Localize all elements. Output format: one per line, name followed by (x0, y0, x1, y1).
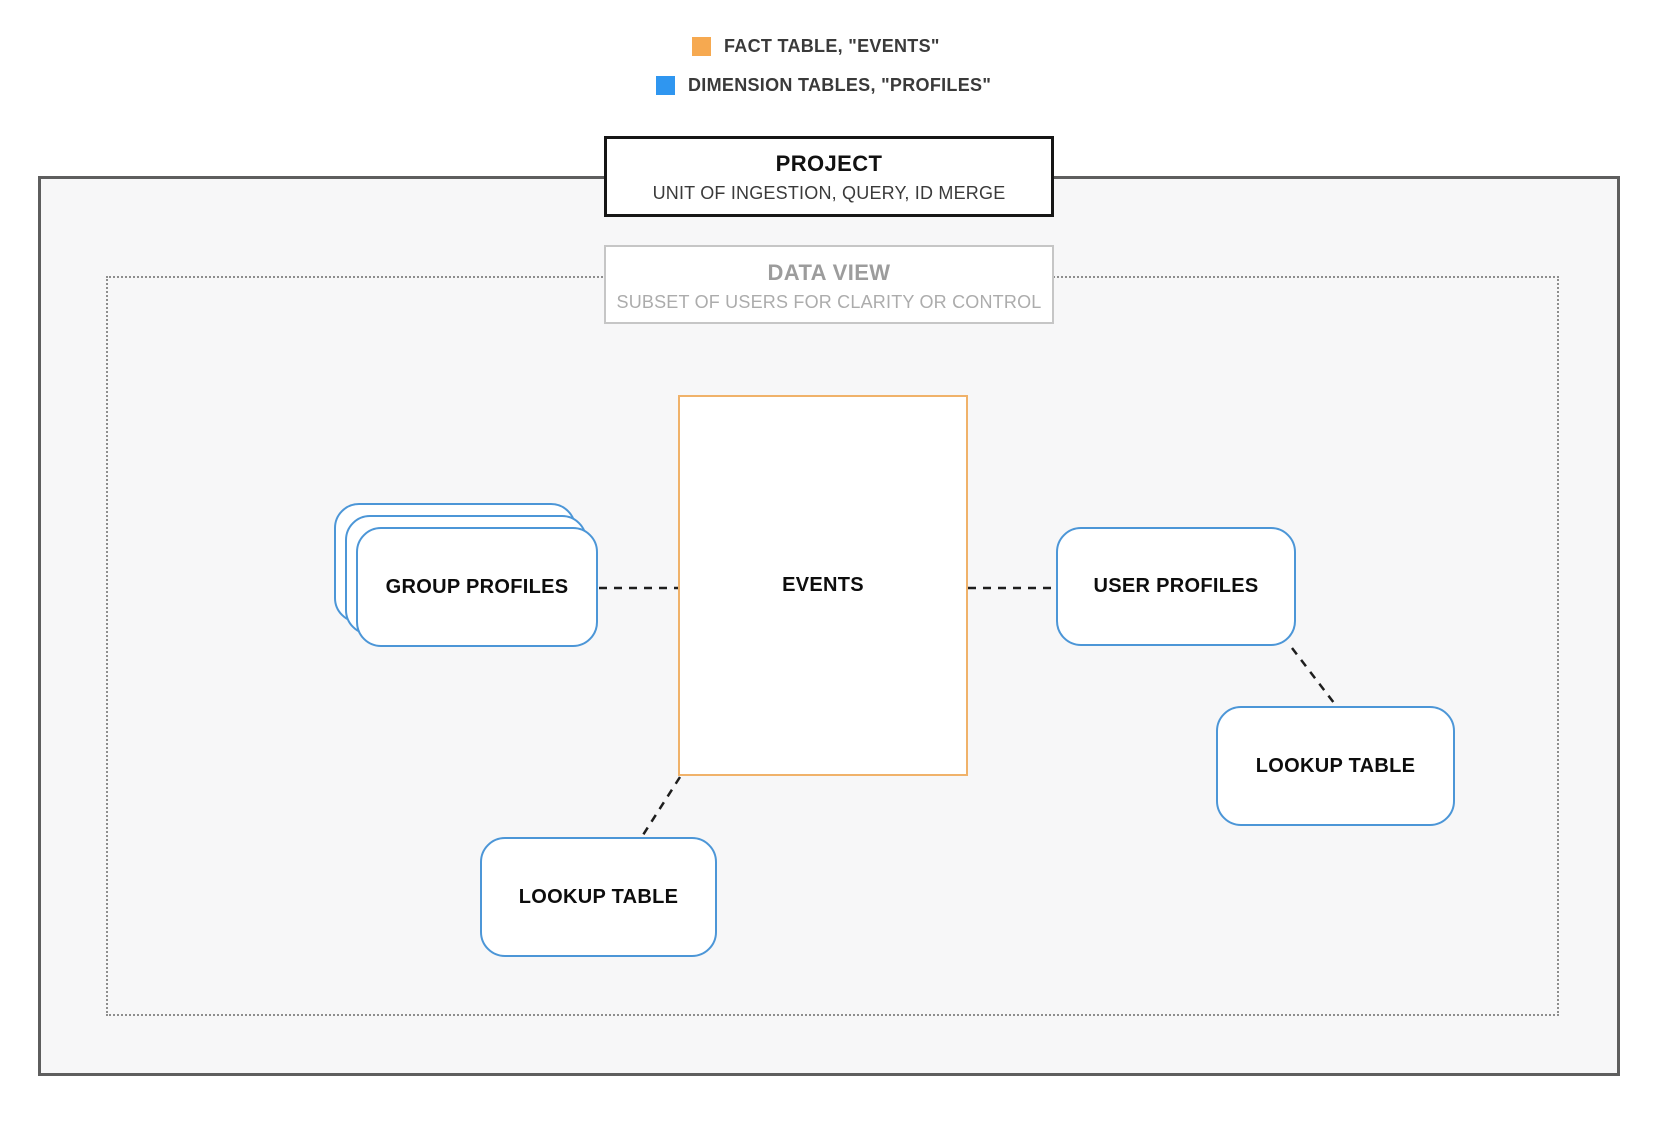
node-lookup-table-bottom: LOOKUP TABLE (480, 837, 717, 957)
project-subtitle: UNIT OF INGESTION, QUERY, ID MERGE (652, 183, 1006, 203)
project-header-box: PROJECT UNIT OF INGESTION, QUERY, ID MER… (604, 136, 1054, 217)
legend-label-dimension-tables: DIMENSION TABLES, "PROFILES" (688, 74, 992, 95)
project-title: PROJECT (775, 151, 883, 176)
data-view-subtitle: SUBSET OF USERS FOR CLARITY OR CONTROL (616, 292, 1042, 312)
data-view-title: DATA VIEW (767, 260, 891, 285)
node-lookup-table-right: LOOKUP TABLE (1216, 706, 1455, 826)
node-group-profiles: GROUP PROFILES (356, 527, 598, 647)
data-view-header-box: DATA VIEW SUBSET OF USERS FOR CLARITY OR… (604, 245, 1054, 324)
legend-item-dimension-tables: DIMENSION TABLES, "PROFILES" (656, 75, 991, 95)
lookup-table-right-label: LOOKUP TABLE (1255, 754, 1416, 777)
lookup-table-bottom-label: LOOKUP TABLE (518, 885, 679, 908)
node-user-profiles: USER PROFILES (1056, 527, 1296, 646)
group-profiles-label: GROUP PROFILES (385, 575, 569, 598)
events-label: EVENTS (782, 574, 864, 596)
legend-item-fact-table: FACT TABLE, "EVENTS" (692, 36, 940, 56)
node-events: EVENTS (678, 395, 968, 776)
legend-label-fact-table: FACT TABLE, "EVENTS" (724, 35, 940, 56)
user-profiles-label: USER PROFILES (1093, 575, 1259, 597)
fact-table-swatch-icon (692, 36, 711, 56)
dimension-tables-swatch-icon (656, 75, 675, 95)
